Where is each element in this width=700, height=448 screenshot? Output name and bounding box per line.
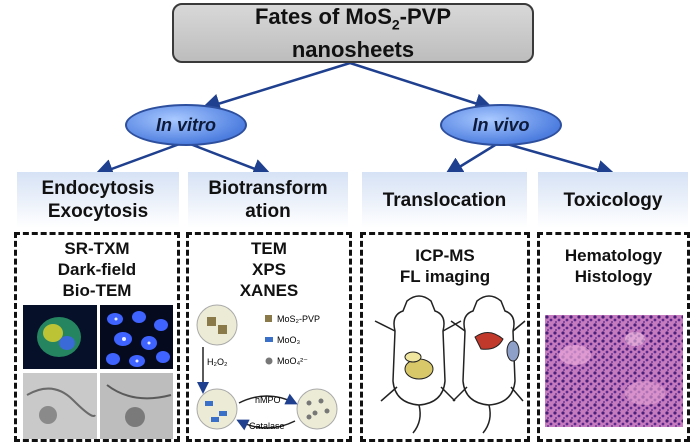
- category-translocation: Translocation: [362, 172, 527, 228]
- panel-endocytosis: SR-TXM Dark-field Bio-TEM: [14, 232, 180, 442]
- panel-text-line: ICP-MS: [415, 246, 475, 265]
- hmpo-label: hMPO: [255, 395, 281, 405]
- mouse-icon: [374, 295, 462, 434]
- title-line-2: nanosheets: [291, 37, 415, 63]
- stomach-icon: [404, 351, 422, 363]
- mouse-illustrations: [374, 295, 526, 434]
- moo4-particle-icon: [296, 388, 338, 430]
- moo3-particle-icon: [196, 388, 238, 430]
- legend-mos2: MoS₂-PVP: [277, 314, 320, 324]
- panel-text-line: XPS: [251, 260, 287, 279]
- panel-biotransformation: TEM XPS XANES H₂O₂ MoS₂-PVP MoO₃ MoO₄²⁻ …: [186, 232, 352, 442]
- mos2-particle-icon: [196, 304, 238, 346]
- panel-translocation: ICP-MS FL imaging: [360, 232, 530, 442]
- spleen-icon: [506, 340, 520, 362]
- bio-tem-image-2: [100, 373, 173, 439]
- panel-text-line: TEM: [251, 239, 287, 258]
- title-line-1: Fates of MoS2-PVP: [254, 3, 452, 33]
- panel-toxicology: Hematology Histology: [537, 232, 690, 442]
- panel-text-line: Histology: [574, 267, 653, 286]
- intestine-icon: [404, 358, 434, 380]
- panel-text-line: FL imaging: [399, 267, 491, 286]
- panel-text-line: SR-TXM: [64, 239, 130, 258]
- catalase-label: Catalase: [249, 421, 285, 431]
- microscopy-image-grid: [23, 305, 173, 439]
- category-biotransformation: Biotransform ation: [188, 172, 348, 228]
- histology-image: [545, 315, 683, 427]
- in-vitro-oval: In vitro: [125, 104, 247, 146]
- legend-moo4: MoO₄²⁻: [277, 356, 308, 366]
- h2o2-label: H₂O₂: [207, 357, 228, 367]
- category-toxicology: Toxicology: [538, 172, 688, 228]
- panel-text-line: Hematology: [564, 246, 663, 265]
- legend-moo3: MoO₃: [277, 335, 301, 345]
- moo4-legend-icon: [265, 357, 273, 365]
- liver-icon: [474, 332, 504, 350]
- bio-tem-image-1: [23, 373, 97, 439]
- panel-text-line: Dark-field: [57, 260, 137, 279]
- panel-text-line: Bio-TEM: [62, 281, 132, 300]
- panel-text-line: XANES: [239, 281, 299, 300]
- in-vivo-oval: In vivo: [440, 104, 562, 146]
- mouse-icon: [450, 295, 526, 434]
- moo3-legend-icon: [265, 337, 273, 342]
- category-endocytosis: Endocytosis Exocytosis: [17, 172, 179, 228]
- title-box: Fates of MoS2-PVP nanosheets: [172, 3, 534, 63]
- biotransformation-scheme: H₂O₂ MoS₂-PVP MoO₃ MoO₄²⁻ hMPO Catalase: [196, 304, 338, 431]
- mos2-legend-icon: [265, 315, 272, 322]
